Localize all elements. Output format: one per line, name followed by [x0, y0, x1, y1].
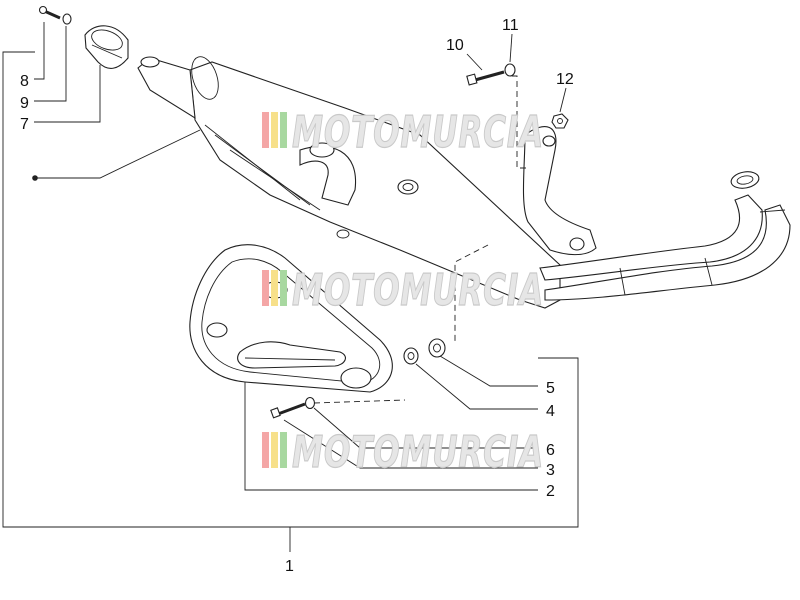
spacer-4: [403, 347, 419, 365]
leader-lines: [32, 22, 567, 469]
callout-9: 9: [20, 95, 29, 112]
assembly-bracket-1: [2, 51, 579, 552]
callout-labels: 1 2 3 4 5 6 7 8 9 10 11 12: [20, 17, 574, 575]
assembly-bracket-2: [244, 382, 538, 491]
screw-10: [466, 70, 505, 86]
watermark-2: MOTOMURCIA: [262, 264, 544, 317]
watermark-stripe: [271, 432, 278, 468]
screw-3: [270, 402, 306, 419]
assembly-guides: [313, 75, 530, 404]
watermark-stripe: [280, 270, 287, 306]
watermark-stripe: [271, 112, 278, 148]
washer-9: [62, 13, 72, 25]
washer-6: [304, 396, 316, 410]
watermark-stripe: [262, 270, 269, 306]
callout-1: 1: [285, 558, 294, 575]
screw-8: [38, 5, 61, 20]
callout-8: 8: [20, 73, 29, 90]
watermark-text: MOTOMURCIA: [292, 265, 544, 316]
watermark-text: MOTOMURCIA: [292, 427, 544, 478]
heat-shield: [189, 244, 393, 393]
callout-12: 12: [556, 71, 574, 88]
watermark-stripe: [280, 112, 287, 148]
callout-3: 3: [546, 462, 555, 479]
callout-2: 2: [546, 483, 555, 500]
end-cap: [84, 25, 129, 69]
watermark-text: MOTOMURCIA: [292, 107, 544, 158]
exhaust-pipe: [539, 171, 791, 301]
callout-11: 11: [502, 17, 519, 34]
watermark-stripe: [280, 432, 287, 468]
watermark-stripe: [262, 432, 269, 468]
grommet-5: [428, 338, 446, 358]
watermark-1: MOTOMURCIA: [262, 106, 544, 159]
callout-5: 5: [546, 380, 555, 397]
watermark-stripe: [271, 270, 278, 306]
watermark-stripe: [262, 112, 269, 148]
nut-12: [551, 113, 569, 129]
callout-7: 7: [20, 116, 29, 133]
callout-10: 10: [446, 37, 464, 54]
washer-11: [504, 63, 516, 77]
watermark-3: MOTOMURCIA: [262, 426, 544, 479]
callout-4: 4: [546, 403, 555, 420]
callout-6: 6: [546, 442, 555, 459]
